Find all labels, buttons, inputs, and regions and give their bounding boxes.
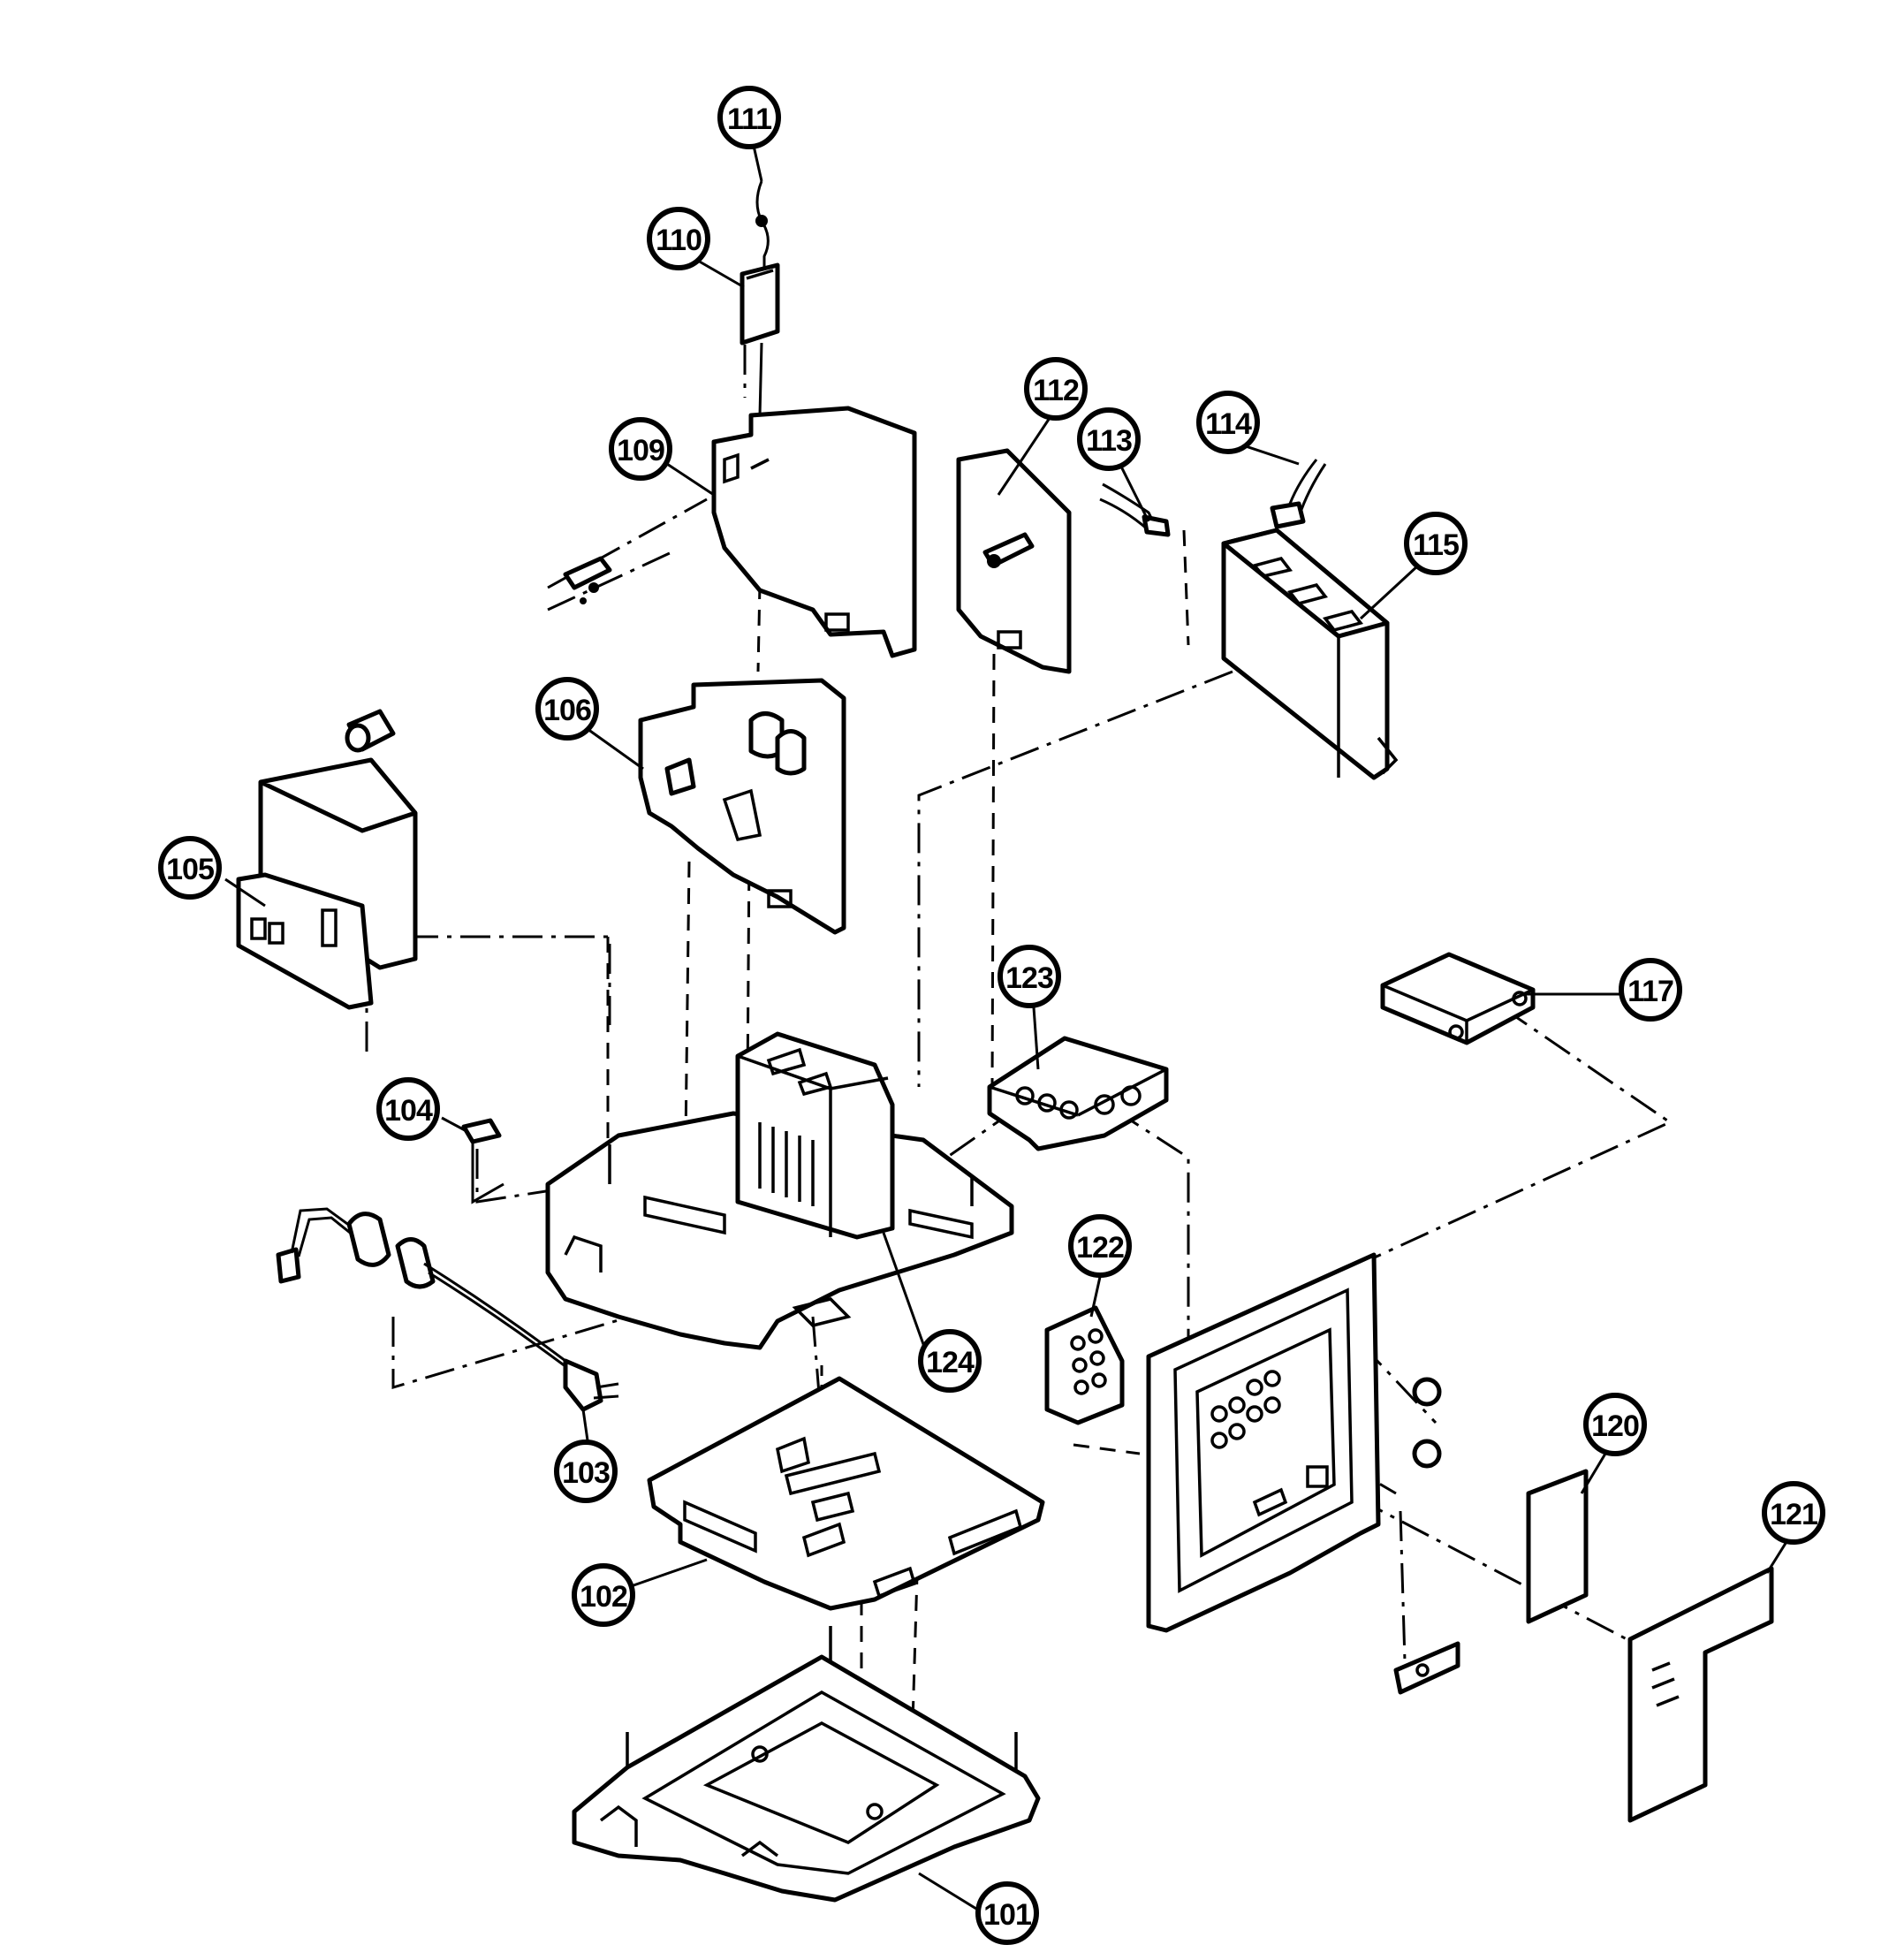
callout-117: 117 <box>1619 958 1682 1022</box>
callout-111-label: 111 <box>727 103 771 136</box>
callout-111: 111 <box>717 86 781 149</box>
part-110-module <box>740 262 780 416</box>
callout-113: 113 <box>1077 407 1141 471</box>
screw-109 <box>547 498 708 604</box>
callout-109-label: 109 <box>617 434 664 467</box>
callout-120: 120 <box>1583 1393 1647 1456</box>
callout-122-label: 122 <box>1076 1231 1124 1265</box>
part-113-connector <box>1099 482 1171 537</box>
callout-103-label: 103 <box>562 1456 610 1490</box>
callout-101-label: 101 <box>983 1898 1031 1932</box>
callout-110-label: 110 <box>656 224 702 257</box>
small-bracket <box>1393 1641 1460 1695</box>
knob-set <box>1412 1377 1442 1469</box>
part-112-circuit-board <box>956 448 1072 674</box>
callout-123: 123 <box>998 945 1061 1008</box>
callout-117-label: 117 <box>1627 975 1673 1008</box>
part-101-bottom-base <box>572 1626 1041 1903</box>
part-114-cable <box>1270 459 1327 529</box>
callout-106-label: 106 <box>543 694 591 727</box>
part-106-power-board <box>638 678 846 935</box>
callout-110: 110 <box>647 207 710 270</box>
leader-lines <box>224 145 1791 1911</box>
callout-103: 103 <box>554 1440 618 1503</box>
part-117-tuner-box <box>1380 952 1536 1045</box>
part-103-power-cord <box>276 1207 619 1441</box>
callout-114-label: 114 <box>1205 407 1252 441</box>
callout-123-label: 123 <box>1005 961 1053 995</box>
part-104-clip <box>461 1118 504 1204</box>
callout-121-label: 121 <box>1770 1498 1817 1531</box>
ferrite-core <box>345 709 396 753</box>
part-109-circuit-board <box>711 406 917 658</box>
part-115-shield-case <box>1221 528 1399 780</box>
callout-121: 121 <box>1762 1481 1825 1545</box>
callout-124: 124 <box>918 1329 982 1393</box>
callout-115-label: 115 <box>1413 528 1459 562</box>
callout-105-label: 105 <box>166 853 214 886</box>
callout-105: 105 <box>158 836 222 900</box>
callout-104-label: 104 <box>384 1094 433 1128</box>
callout-120-label: 120 <box>1591 1409 1639 1443</box>
part-122-keypad <box>1044 1305 1125 1425</box>
part-105-bracket <box>236 757 418 1010</box>
part-102-main-board <box>647 1376 1045 1611</box>
part-124-chassis-assembly <box>545 1031 1014 1350</box>
part-111-wire <box>755 180 770 270</box>
callout-106: 106 <box>535 677 599 741</box>
callout-115: 115 <box>1404 512 1468 575</box>
callouts: 111 110 109 112 113 114 115 106 105 104 … <box>158 86 1825 1945</box>
callout-112: 112 <box>1024 357 1088 421</box>
callout-102-label: 102 <box>580 1580 627 1614</box>
callout-113-label: 113 <box>1086 424 1132 458</box>
callout-112-label: 112 <box>1033 374 1079 407</box>
callout-124-label: 124 <box>926 1346 975 1379</box>
part-121-label-sheet <box>1627 1566 1774 1823</box>
front-bezel-frame <box>1146 1252 1381 1633</box>
callout-109: 109 <box>609 417 672 481</box>
callout-122: 122 <box>1068 1214 1132 1278</box>
callout-104: 104 <box>376 1077 440 1141</box>
callout-102: 102 <box>572 1563 635 1627</box>
callout-101: 101 <box>975 1881 1039 1945</box>
part-120-panel <box>1526 1469 1589 1624</box>
part-123-jack-board <box>987 1036 1169 1151</box>
callout-114: 114 <box>1196 391 1260 454</box>
